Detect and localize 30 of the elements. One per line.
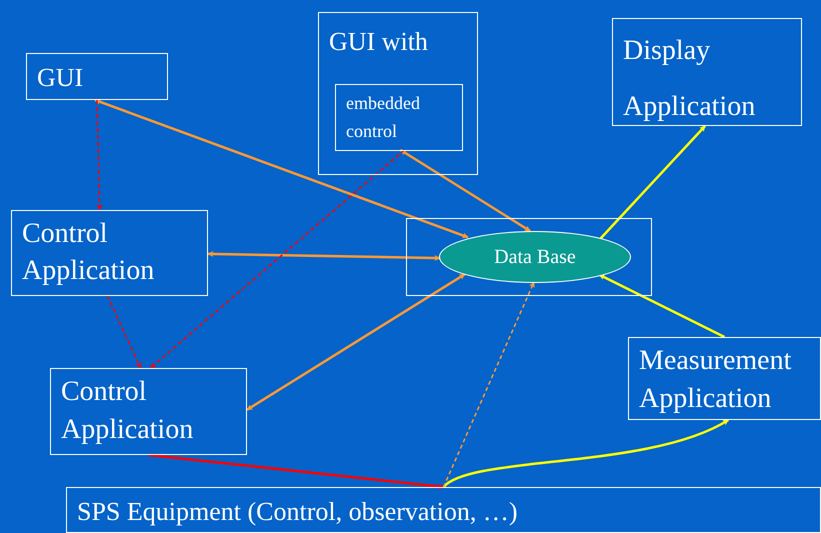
arrow (150, 149, 405, 369)
frame-box (406, 218, 652, 296)
process-box (26, 53, 168, 100)
arrow (400, 148, 531, 232)
arrow (246, 273, 466, 411)
node-label: GUI (37, 62, 84, 94)
process-box (335, 84, 463, 151)
arrow (207, 250, 441, 261)
node-label: Display Application (623, 34, 756, 124)
node-label: embedded control (346, 92, 421, 143)
arrow (148, 454, 444, 490)
process-box (11, 210, 208, 296)
node-label: Measurement Application (639, 344, 792, 416)
arrow (442, 281, 535, 488)
arrow (96, 100, 103, 211)
process-box (66, 487, 821, 533)
node-label: Control Application (22, 217, 156, 288)
process-box (50, 368, 247, 455)
process-box (628, 337, 821, 420)
arrow (442, 418, 729, 488)
node-label: GUI with (329, 26, 428, 58)
arrow (598, 274, 726, 338)
arrow (94, 98, 469, 238)
arrow (598, 125, 706, 241)
node-label: Control Application (61, 375, 194, 447)
node-label: SPS Equipment (Control, observation, …) (77, 496, 518, 528)
arrow (106, 296, 142, 369)
process-box (318, 12, 478, 175)
process-box (612, 18, 802, 126)
node-label: Data Base (494, 245, 576, 269)
